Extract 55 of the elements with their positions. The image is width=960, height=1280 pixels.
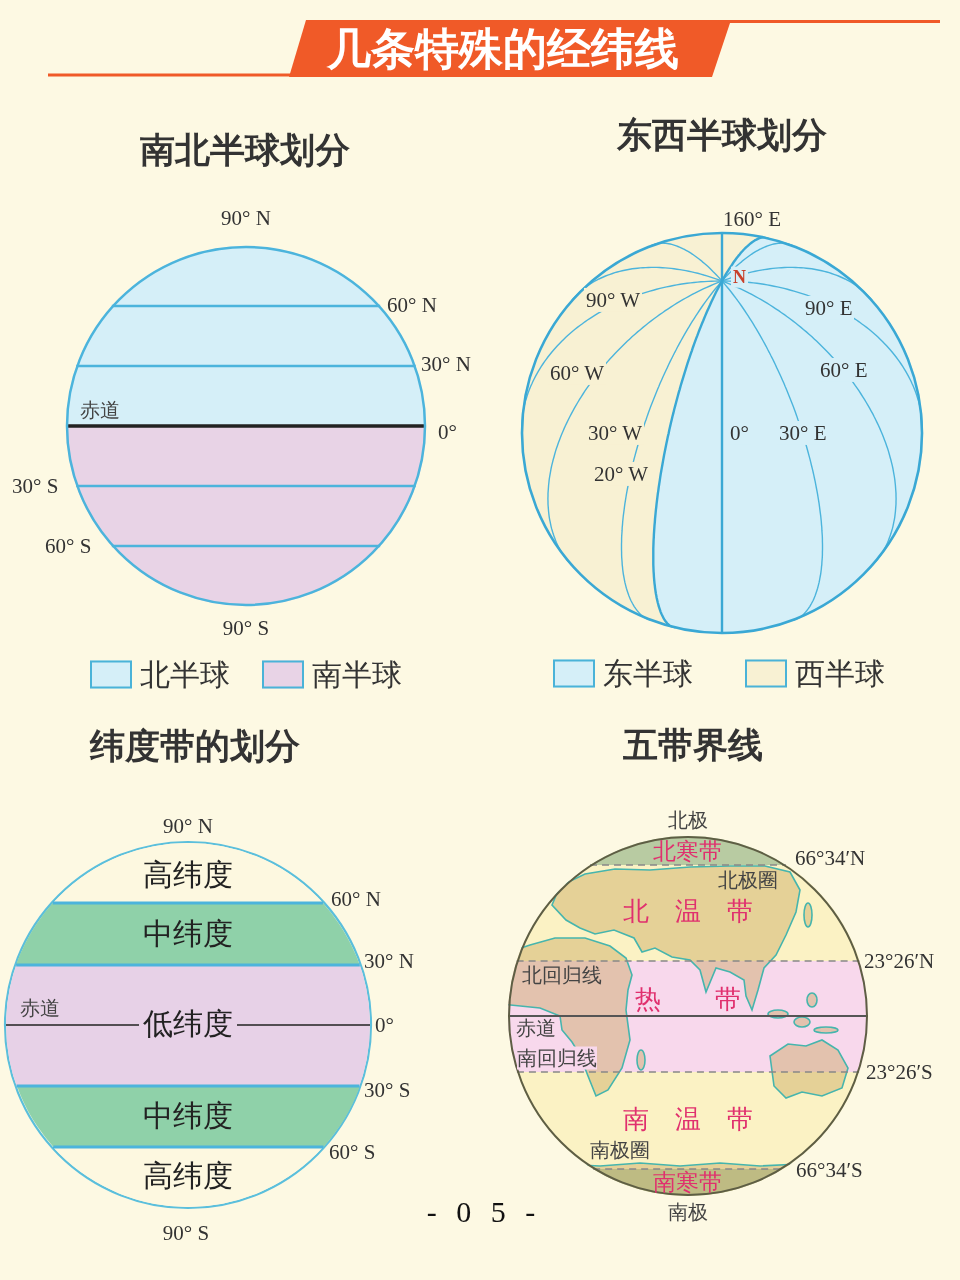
longitude-label: 30° E xyxy=(777,420,829,446)
pole-label: 北极 xyxy=(668,808,708,832)
latitude-label: 60° S xyxy=(45,533,92,559)
zone-name: 南寒带 xyxy=(653,1170,723,1194)
longitude-label: 90° E xyxy=(803,295,855,321)
legend-label: 西半球 xyxy=(795,656,885,690)
line-label: 赤道 xyxy=(20,996,60,1020)
legend-label: 南半球 xyxy=(312,657,402,691)
band-name: 高纬度 xyxy=(143,1158,233,1194)
band-name: 中纬度 xyxy=(143,1098,233,1134)
longitude-label: 30° W xyxy=(586,420,645,446)
latitude-label: 30° S xyxy=(12,473,59,499)
panel-heading: 东西半球划分 xyxy=(617,114,827,156)
latitude-label: 30° N xyxy=(421,351,471,377)
band-name: 中纬度 xyxy=(143,916,233,952)
line-label: 赤道 xyxy=(80,398,120,422)
zone-name: 南温带 xyxy=(622,1105,779,1135)
line-label: 南回归线 xyxy=(517,1046,597,1070)
page-title: 几条特殊的经纬线 xyxy=(327,27,679,71)
legend-label: 东半球 xyxy=(603,656,693,690)
latitude-label: 0° xyxy=(375,1012,394,1038)
latitude-label: 30° N xyxy=(364,948,414,974)
page-number: - 0 5 - xyxy=(426,1194,542,1230)
latitude-label: 23°26′N xyxy=(864,948,935,974)
panel-heading: 五带界线 xyxy=(623,724,763,766)
latitude-label: 90° S xyxy=(162,1220,210,1246)
latitude-label: 90° N xyxy=(221,205,271,231)
latitude-label: 0° xyxy=(438,419,457,445)
zone-name: 北寒带 xyxy=(653,839,723,863)
longitude-label: 90° W xyxy=(584,287,643,313)
panel-heading: 南北半球划分 xyxy=(140,129,350,171)
latitude-label: 66°34′N xyxy=(795,845,866,871)
pole-letter: N xyxy=(731,266,748,288)
latitude-label: 60° N xyxy=(387,292,437,318)
latitude-label: 66°34′S xyxy=(796,1157,863,1183)
line-label: 赤道 xyxy=(516,1016,556,1040)
longitude-label: 60° W xyxy=(548,360,607,386)
line-label: 北回归线 xyxy=(522,963,602,987)
latitude-label: 60° N xyxy=(331,886,381,912)
line-label: 南极圈 xyxy=(590,1138,650,1162)
longitude-label: 60° E xyxy=(818,357,870,383)
latitude-label: 30° S xyxy=(364,1077,411,1103)
latitude-label: 60° S xyxy=(329,1139,376,1165)
latitude-label: 23°26′S xyxy=(866,1059,933,1085)
band-name: 高纬度 xyxy=(143,857,233,893)
zone-name: 北温带 xyxy=(622,897,779,927)
line-label: 北极圈 xyxy=(718,868,778,892)
longitude-label: 20° W xyxy=(592,461,651,487)
panel-heading: 纬度带的划分 xyxy=(90,725,300,767)
legend-label: 北半球 xyxy=(140,657,230,691)
longitude-label: 160° E xyxy=(723,206,781,232)
zone-name: 热带 xyxy=(634,985,795,1015)
latitude-label: 90° N xyxy=(163,813,213,839)
latitude-label: 90° S xyxy=(222,615,270,641)
pole-label: 南极 xyxy=(668,1200,708,1224)
